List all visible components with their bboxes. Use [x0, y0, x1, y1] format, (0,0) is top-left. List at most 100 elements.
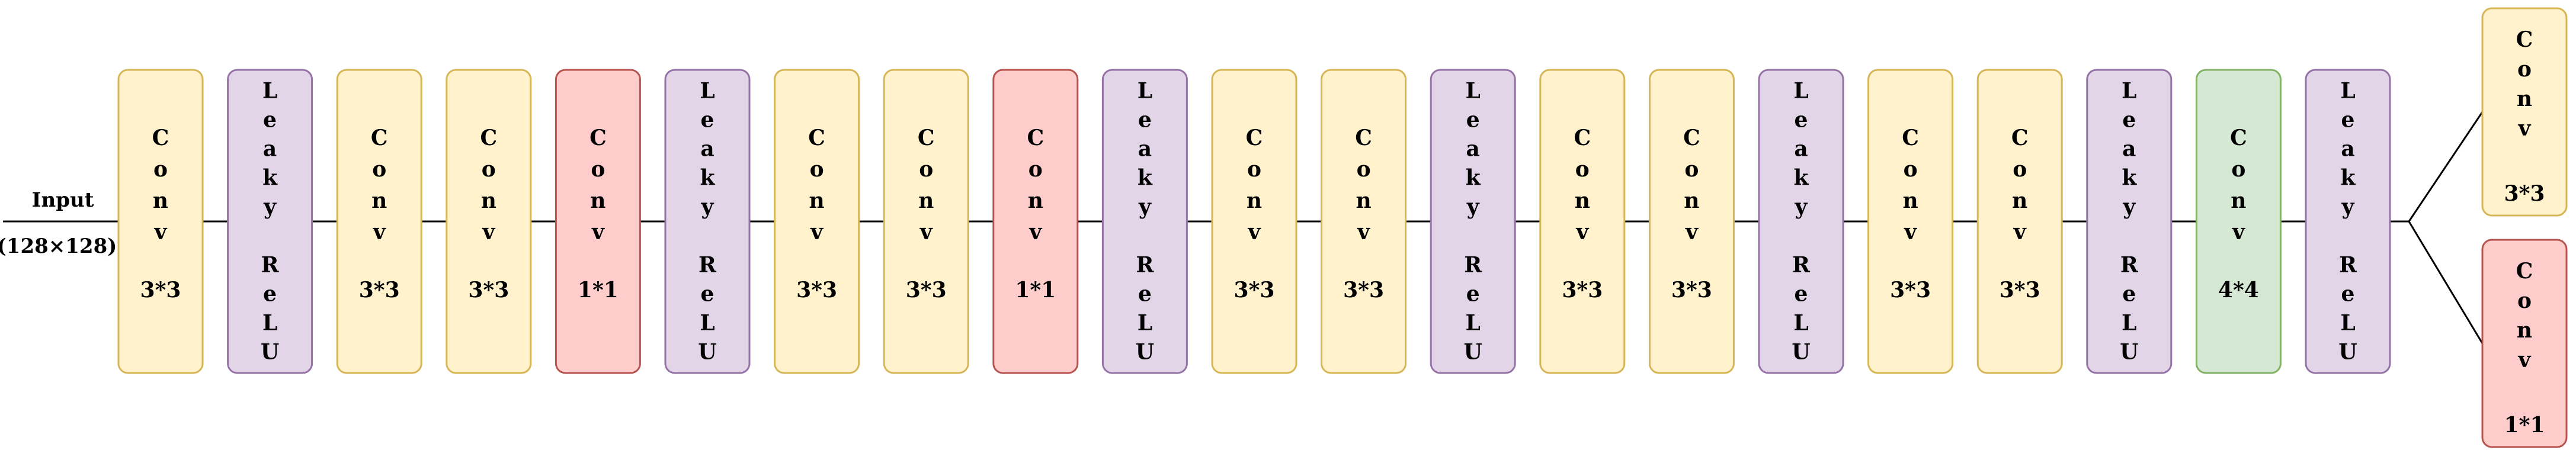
block-box: [227, 69, 313, 374]
block-label-char: o: [482, 157, 496, 182]
block-label-char: U: [2338, 340, 2357, 365]
block-box: [883, 69, 969, 374]
block-label-char: C: [1683, 126, 1700, 150]
kernel-size-label: 1*1: [2504, 413, 2545, 438]
block-label-char: e: [2122, 282, 2136, 307]
block-box: [774, 69, 860, 374]
block-box: [117, 69, 204, 374]
block-label-char: o: [372, 157, 386, 182]
block-label-char: n: [918, 188, 934, 213]
block-label-char: C: [480, 126, 497, 150]
block-label-char: o: [1029, 157, 1043, 182]
block-label-char: L: [1793, 311, 1808, 336]
block-label-char: e: [1138, 282, 1152, 307]
block-label-char: R: [2120, 253, 2139, 278]
branch-line-2: [2408, 221, 2484, 344]
block-label-char: v: [591, 220, 605, 245]
block-label-char: o: [810, 157, 824, 182]
block-label-char: C: [1902, 126, 1919, 150]
kernel-size-label: 4*4: [2218, 278, 2259, 303]
block-label-char: o: [2013, 157, 2027, 182]
block-label-char: n: [1247, 188, 1262, 213]
block-label-char: y: [1138, 195, 1152, 220]
block-label-char: U: [1136, 340, 1154, 365]
block-label-char: L: [1138, 79, 1152, 104]
block-label-char: C: [1246, 126, 1263, 150]
block-label-char: y: [1795, 195, 1808, 220]
block-label-char: L: [700, 311, 715, 336]
block-label-char: e: [1795, 108, 1808, 133]
kernel-size-label: 3*3: [2504, 181, 2545, 206]
kernel-size-label: 3*3: [1671, 278, 1712, 303]
block-label-char: C: [152, 126, 169, 150]
block-box: [1430, 69, 1516, 374]
block-label-char: C: [2516, 259, 2533, 284]
block-label-char: n: [809, 188, 825, 213]
block-label-char: e: [263, 282, 277, 307]
kernel-size-label: 3*3: [359, 278, 400, 303]
block-label-char: y: [2122, 195, 2136, 220]
block-box: [1539, 69, 1626, 374]
block-box: [2305, 69, 2391, 374]
kernel-size-label: 3*3: [1343, 278, 1384, 303]
block-box: [1321, 69, 1407, 374]
block-label-char: v: [154, 220, 168, 245]
layer-blocks: Conv3*3LeakyReLUConv3*3Conv3*3Conv1*1Lea…: [117, 69, 2391, 374]
block-label-char: U: [698, 340, 716, 365]
block-label-char: v: [1357, 220, 1370, 245]
kernel-size-label: 1*1: [1015, 278, 1056, 303]
block-label-char: L: [1466, 79, 1481, 104]
block-label-char: a: [263, 137, 277, 162]
block-label-char: e: [1466, 108, 1480, 133]
block-label-char: v: [810, 220, 824, 245]
block-label-char: U: [2120, 340, 2138, 365]
block-label-char: o: [919, 157, 933, 182]
block-label-char: v: [2232, 220, 2245, 245]
block-label-char: a: [1138, 137, 1152, 162]
block-box: [446, 69, 532, 374]
block-label-char: v: [2013, 220, 2027, 245]
block-label-char: n: [371, 188, 387, 213]
input-label: Input: [32, 188, 94, 212]
kernel-size-label: 3*3: [906, 278, 947, 303]
block-label-char: e: [1138, 108, 1152, 133]
block-label-char: C: [2516, 27, 2533, 52]
block-label-char: n: [1356, 188, 1372, 213]
block-label-char: R: [1464, 253, 1482, 278]
block-label-char: R: [1136, 253, 1154, 278]
block-label-char: C: [1355, 126, 1372, 150]
block-label-char: k: [1794, 166, 1809, 191]
branch-line-1: [2408, 111, 2484, 222]
block-label-char: v: [373, 220, 386, 245]
block-label-char: o: [1357, 157, 1371, 182]
block-label-char: v: [2518, 348, 2532, 372]
block-box: [2481, 7, 2568, 217]
block-label-char: o: [153, 157, 168, 182]
block-label-char: n: [2231, 188, 2246, 213]
kernel-size-label: 3*3: [2000, 278, 2040, 303]
block-label-char: U: [1792, 340, 1810, 365]
block-label-char: v: [482, 220, 495, 245]
block-label-char: L: [1138, 311, 1152, 336]
block-label-char: U: [1463, 340, 1482, 365]
kernel-size-label: 3*3: [140, 278, 181, 303]
block-label-char: o: [591, 157, 605, 182]
block-box: [1976, 69, 2063, 374]
block-box: [2481, 239, 2568, 448]
block-label-char: C: [371, 126, 388, 150]
block-label-char: k: [700, 166, 716, 191]
block-label-char: C: [1027, 126, 1044, 150]
kernel-size-label: 3*3: [1890, 278, 1931, 303]
